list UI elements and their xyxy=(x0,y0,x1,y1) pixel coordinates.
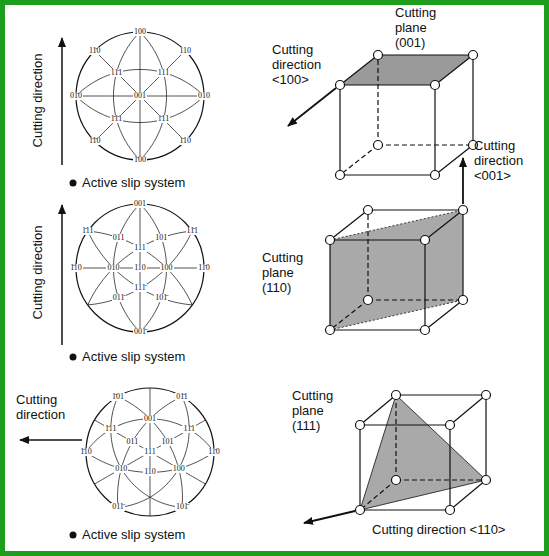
zone-trace xyxy=(118,397,189,508)
plane-outline xyxy=(330,210,463,330)
pole-index: 011 xyxy=(126,438,140,446)
pole-index: 001 xyxy=(143,415,157,423)
pole-index: 1̄1̄0 xyxy=(88,137,102,145)
cube-edges xyxy=(340,55,473,175)
pole-index: 11̄1 xyxy=(182,425,195,433)
legend-text: Active slip system xyxy=(82,175,185,190)
primitive-circle xyxy=(76,204,204,332)
pole-index: 1̄10 xyxy=(69,264,83,272)
cutting-direction-arrow xyxy=(304,511,355,523)
primitive-circle xyxy=(86,388,214,516)
pole-index: 11̄1 xyxy=(110,69,123,77)
pole-index: 001̄ xyxy=(133,328,147,336)
bullet-dot xyxy=(70,354,77,361)
direction-label: Cutting direction <001> xyxy=(474,138,536,183)
pole-index: 1̄11 xyxy=(81,227,94,235)
direction-arrow xyxy=(61,205,63,345)
stereo-net xyxy=(86,388,214,516)
zone-trace xyxy=(88,231,193,305)
frame-border xyxy=(3,3,547,554)
pole-index: 1̄1̄1 xyxy=(110,115,123,123)
zone-trace xyxy=(88,231,193,305)
plane-label: Cutting plane (110) xyxy=(262,250,322,295)
cube-edges xyxy=(330,210,463,330)
unit-cube xyxy=(304,391,491,524)
cube-edges xyxy=(360,395,486,510)
pole-index: 01̄0 xyxy=(69,92,83,100)
pole-index: 100 xyxy=(133,28,147,36)
pole-index: 001 xyxy=(133,92,147,100)
pole-index: 1̄00 xyxy=(133,156,147,164)
pole-index: 11̄0 xyxy=(207,448,221,456)
legend-text: Active slip system xyxy=(82,527,185,542)
direction-arrow xyxy=(20,439,82,441)
plane-label: Cutting plane (111) xyxy=(292,388,352,433)
direction-label: Cutting direction <110> xyxy=(372,522,505,537)
pole-index: 010 xyxy=(197,92,211,100)
pole-index: 110 xyxy=(178,47,192,55)
pole-index: 1̄11 xyxy=(157,115,170,123)
cutting-plane-shade xyxy=(360,395,486,510)
zone-trace xyxy=(88,231,193,305)
plane-outline xyxy=(360,395,486,510)
pole-index: 010 xyxy=(106,264,120,272)
pole-index: 1̄01 xyxy=(111,393,125,401)
pole-index: 11̄0 xyxy=(88,47,102,55)
zone-trace xyxy=(95,420,206,484)
pole-index: 101 xyxy=(161,438,175,446)
pole-index: 01̄1 xyxy=(175,393,189,401)
pole-index: 011 xyxy=(112,234,126,242)
direction-label: Cutting direction xyxy=(31,53,46,147)
pole-index: 111̄ xyxy=(133,284,146,292)
cutting-direction-arrow xyxy=(288,88,336,126)
zone-trace xyxy=(111,397,182,508)
pole-index: 011̄ xyxy=(111,503,125,511)
zone-trace xyxy=(95,51,186,142)
primitive-circle xyxy=(76,32,204,160)
legend-text: Active slip system xyxy=(82,349,185,364)
zone-trace xyxy=(88,231,193,305)
direction-label: Cutting direction xyxy=(16,392,88,422)
pole-index: 111 xyxy=(157,69,170,77)
stereo-net xyxy=(76,32,204,160)
pole-index: 100 xyxy=(172,465,186,473)
bullet-dot xyxy=(70,532,77,539)
pole-index: 1̄10 xyxy=(178,137,192,145)
direction-arrow xyxy=(61,38,63,165)
atom-sites xyxy=(326,206,468,335)
pole-index: 110 xyxy=(143,468,157,476)
hidden-edges xyxy=(340,55,473,175)
pole-index: 001 xyxy=(133,200,147,208)
pole-index: 101̄ xyxy=(175,503,189,511)
stereo-net xyxy=(76,204,204,332)
plane-label: Cutting plane (001) xyxy=(395,5,455,50)
pole-index: 010 xyxy=(114,465,128,473)
atom-sites xyxy=(356,391,491,515)
hidden-edges xyxy=(330,210,463,330)
direction-label: Cutting direction <100> xyxy=(272,42,334,87)
pole-index: 111 xyxy=(133,244,146,252)
stereographic-projections xyxy=(76,32,214,516)
pole-index: 101̄ xyxy=(154,294,168,302)
pole-index: 1̄11 xyxy=(104,425,117,433)
pole-index: 11̄0 xyxy=(197,264,211,272)
zone-trace xyxy=(95,51,186,142)
bullet-dot xyxy=(70,180,77,187)
pole-index: 101 xyxy=(154,234,168,242)
atom-sites xyxy=(336,51,478,180)
unit-cube xyxy=(326,158,468,335)
zone-trace xyxy=(95,420,206,484)
hidden-edges xyxy=(360,395,486,510)
pole-index: 110 xyxy=(133,264,147,272)
pole-index: 11̄1 xyxy=(186,227,199,235)
cutting-plane-shade xyxy=(330,210,463,330)
cutting-direction-arrow xyxy=(462,158,464,204)
direction-label: Cutting direction xyxy=(31,225,46,319)
pole-index: 100 xyxy=(160,264,174,272)
pole-index: 1̄10 xyxy=(79,448,93,456)
pole-index: 011̄ xyxy=(112,294,126,302)
pole-index: 111 xyxy=(143,448,156,456)
